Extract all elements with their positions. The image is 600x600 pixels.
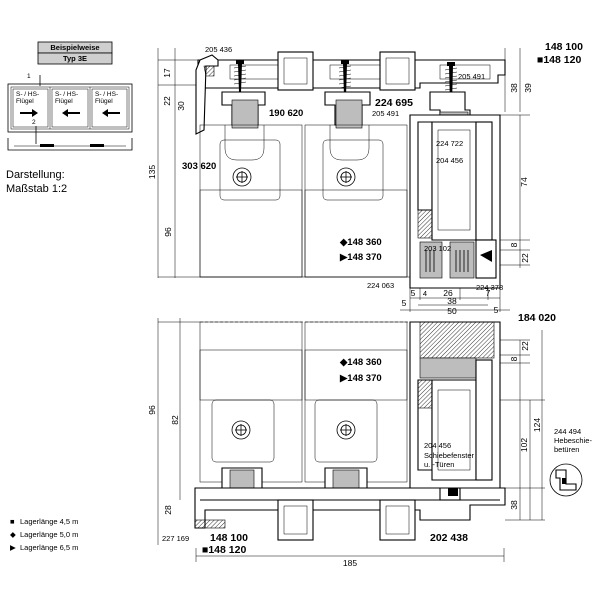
panel3-l1: S- / HS- (95, 91, 118, 98)
dim-4: 4 (423, 289, 427, 298)
part-204456: 204 456 (436, 156, 463, 165)
dim-38-right: 38 (509, 83, 519, 93)
part-148370-upper: ▶148 370 (339, 252, 382, 263)
dim-74: 74 (519, 177, 529, 187)
panel2-l1: S- / HS- (55, 91, 78, 98)
arrow-left-icon (102, 109, 120, 117)
roller-icon (232, 167, 252, 187)
lower-note-2: u. -Türen (424, 460, 454, 469)
dim-96-low: 96 (147, 405, 157, 415)
example-schematic: Beispielweise Typ 3E 1 S- / HS- Flügel S… (7, 41, 133, 151)
dim-8-top: 8 (509, 242, 519, 247)
roller-icon (336, 167, 356, 187)
part-148120-top: ■148 120 (537, 54, 581, 66)
dim-50: 50 (447, 306, 457, 316)
dim-124: 124 (532, 418, 542, 432)
legend-symbol-2: ◆ (10, 530, 17, 539)
legend-symbol-3: ▶ (10, 543, 17, 552)
scale-note-2: Maßstab 1:2 (6, 183, 67, 195)
dim-8-low: 8 (509, 356, 519, 361)
part-224378: 224 378 (476, 283, 503, 292)
dim-5-c: 5 (494, 305, 499, 315)
detail-inset (549, 463, 583, 497)
legend-symbol-1: ■ (10, 517, 15, 526)
lower-note-1: Schiebefenster (424, 451, 475, 460)
part-244494-note-2: betüren (554, 445, 579, 454)
lower-section (157, 318, 545, 562)
legend: ■ Lagerlänge 4,5 m ◆ Lagerlänge 5,0 m ▶ … (10, 517, 78, 552)
part-148100-top: 148 100 (545, 41, 583, 53)
part-148370-lower: ▶148 370 (339, 373, 382, 384)
dim-22-right-low: 22 (520, 341, 530, 351)
dim-39-right: 39 (523, 83, 533, 93)
dim-38-bottom: 38 (447, 296, 457, 306)
part-204456-lower: 204 456 (424, 441, 451, 450)
dim-102: 102 (519, 438, 529, 452)
part-148360-upper: ◆148 360 (339, 237, 382, 248)
dim-28: 28 (163, 505, 173, 515)
part-224722: 224 722 (436, 139, 463, 148)
arrow-right-icon (20, 109, 38, 117)
dim-5-a: 5 (411, 288, 416, 298)
part-244494-note-1: Hebeschie- (554, 436, 592, 445)
scale-note-1: Darstellung: (6, 169, 65, 181)
part-224063: 224 063 (367, 281, 394, 290)
dimension-labels: 17 22 30 135 96 38 39 74 8 22 5 4 26 7 3… (147, 68, 542, 568)
part-205436: 205 436 (205, 45, 232, 54)
part-205491-b: 205 491 (372, 109, 399, 118)
dim-30: 30 (176, 101, 186, 111)
part-303620: 303 620 (182, 161, 216, 172)
panel1-l2: Flügel (16, 98, 34, 105)
dim-96-top: 96 (163, 227, 173, 237)
roller-icon (231, 420, 251, 440)
part-148100-bottom: 148 100 (210, 532, 248, 544)
panel3-l2: Flügel (95, 98, 113, 105)
dim-22-top: 22 (162, 96, 172, 106)
part-244494: 244 494 (554, 427, 581, 436)
panel1-l1: S- / HS- (16, 91, 39, 98)
part-190620: 190 620 (269, 108, 303, 119)
dim-22-right-top: 22 (520, 253, 530, 263)
dim-38-low: 38 (509, 500, 519, 510)
dim-17: 17 (162, 68, 172, 78)
legend-text-1: Lagerlänge 4,5 m (20, 517, 78, 526)
part-227169: 227 169 (162, 534, 189, 543)
roller-icon (336, 420, 356, 440)
panel2-l2: Flügel (55, 98, 73, 105)
upper-section (157, 48, 530, 312)
dim-5-b: 5 (402, 298, 407, 308)
example-title-2: Typ 3E (63, 54, 87, 63)
part-203102: 203 102 (424, 244, 451, 253)
legend-text-2: Lagerlänge 5,0 m (20, 530, 78, 539)
dim-185: 185 (343, 558, 357, 568)
screw-icon (338, 60, 352, 96)
dim-26: 26 (443, 288, 453, 298)
screw-icon (233, 60, 247, 92)
legend-text-3: Lagerlänge 6,5 m (20, 543, 78, 552)
example-label-2: 2 (32, 119, 36, 126)
part-224695: 224 695 (375, 97, 413, 109)
part-148360-lower: ◆148 360 (339, 357, 382, 368)
dim-82: 82 (170, 415, 180, 425)
part-205491-a: 205 491 (458, 72, 485, 81)
example-title-1: Beispielweise (50, 43, 99, 52)
part-202438: 202 438 (430, 532, 468, 544)
arrow-left-icon (62, 109, 80, 117)
example-label-1: 1 (27, 73, 31, 80)
dim-7: 7 (486, 288, 491, 298)
part-184020: 184 020 (518, 312, 556, 324)
part-148120-bottom: ■148 120 (202, 544, 246, 556)
dim-135: 135 (147, 165, 157, 179)
